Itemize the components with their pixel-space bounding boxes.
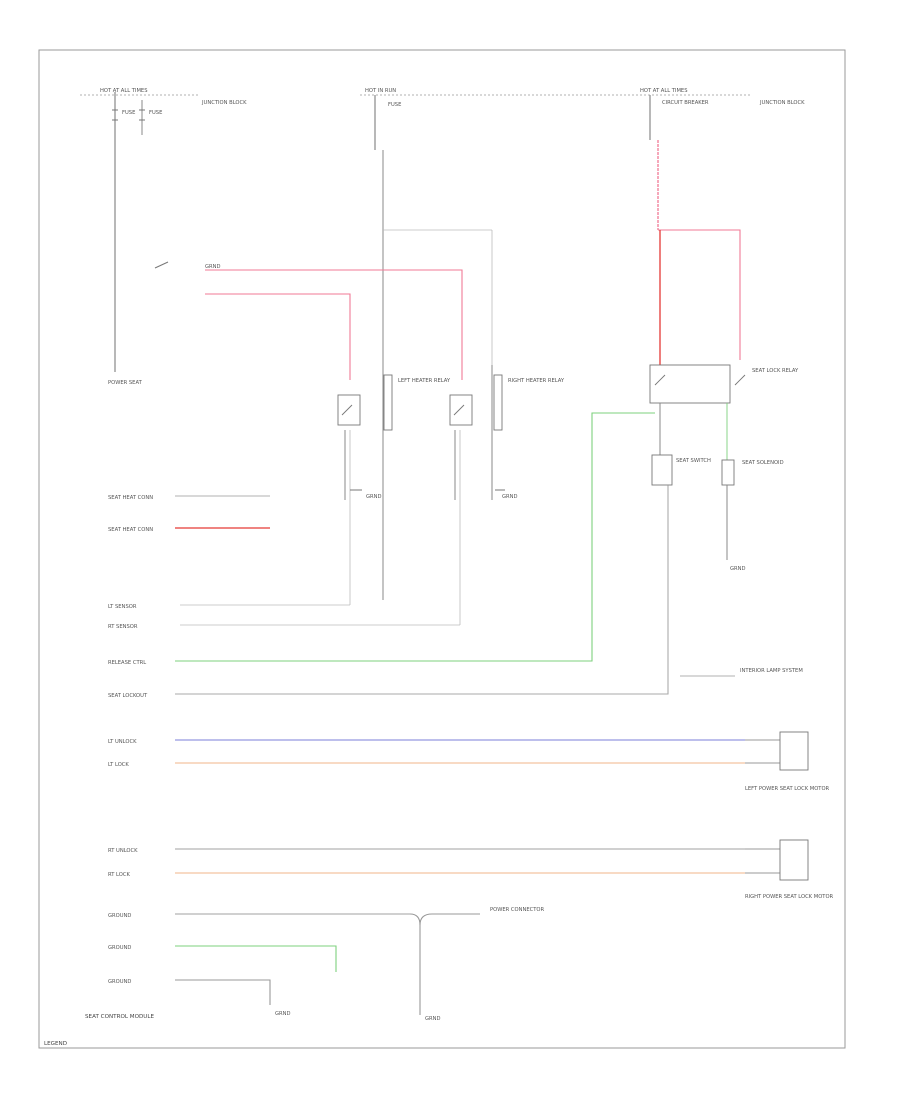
- release-ctrl-circuit: RELEASE CTRL: [108, 412, 655, 666]
- svg-text:RT SENSOR: RT SENSOR: [108, 624, 138, 630]
- svg-text:FUSE: FUSE: [388, 102, 401, 108]
- right-lock-motor-circuit: RT UNLOCK RT LOCK RIGHT POWER SEAT LOCK …: [108, 839, 834, 900]
- svg-text:HOT IN RUN: HOT IN RUN: [365, 88, 396, 94]
- ground-circuits: GROUND POWER CONNECTOR GROUND GROUND SEA…: [85, 489, 746, 1022]
- svg-text:FUSE: FUSE: [122, 110, 135, 116]
- right-heater-relay: RIGHT HEATER RELAY: [449, 374, 565, 431]
- svg-text:GROUND: GROUND: [108, 979, 131, 985]
- corner-code: LEGEND: [44, 1041, 67, 1047]
- svg-text:RIGHT POWER SEAT LOCK MOTOR: RIGHT POWER SEAT LOCK MOTOR: [745, 894, 834, 900]
- svg-text:INTERIOR LAMP SYSTEM: INTERIOR LAMP SYSTEM: [740, 668, 803, 674]
- svg-text:LT LOCK: LT LOCK: [108, 762, 129, 768]
- svg-text:HOT AT ALL TIMES: HOT AT ALL TIMES: [100, 88, 148, 94]
- svg-text:JUNCTION BLOCK: JUNCTION BLOCK: [201, 100, 247, 106]
- svg-text:RT UNLOCK: RT UNLOCK: [108, 848, 138, 854]
- svg-text:POWER CONNECTOR: POWER CONNECTOR: [490, 907, 544, 913]
- left-heater-relay: LEFT HEATER RELAY: [337, 374, 451, 431]
- svg-text:GRND: GRND: [730, 566, 746, 572]
- svg-text:FUSE: FUSE: [149, 110, 162, 116]
- svg-text:SEAT LOCKOUT: SEAT LOCKOUT: [108, 693, 148, 699]
- svg-text:CIRCUIT BREAKER: CIRCUIT BREAKER: [662, 100, 709, 106]
- svg-text:GRND: GRND: [425, 1016, 441, 1022]
- svg-text:SEAT HEAT CONN: SEAT HEAT CONN: [108, 527, 153, 533]
- svg-text:GRND: GRND: [366, 494, 382, 500]
- hot-in-run-feed: HOT IN RUN FUSE HOT AT ALL TIMES CIRCUIT…: [360, 88, 805, 600]
- pink-wire-lower: [205, 293, 351, 380]
- left-lock-motor-circuit: LT UNLOCK LT LOCK LEFT POWER SEAT LOCK M…: [108, 731, 830, 792]
- svg-text:SEAT SOLENOID: SEAT SOLENOID: [742, 460, 784, 466]
- svg-text:RT LOCK: RT LOCK: [108, 872, 130, 878]
- svg-text:GROUND: GROUND: [108, 945, 131, 951]
- pink-wire-upper: [205, 269, 463, 380]
- svg-text:SEAT CONTROL MODULE: SEAT CONTROL MODULE: [85, 1014, 155, 1020]
- svg-text:POWER SEAT: POWER SEAT: [108, 380, 143, 386]
- sensor-pins: LT SENSOR RT SENSOR: [108, 604, 138, 630]
- svg-text:LT SENSOR: LT SENSOR: [108, 604, 137, 610]
- pink-heater-wires: GRND: [154, 261, 463, 380]
- svg-text:LT UNLOCK: LT UNLOCK: [108, 739, 137, 745]
- svg-text:LEFT HEATER RELAY: LEFT HEATER RELAY: [398, 378, 451, 384]
- diagram-border: [38, 49, 846, 1049]
- svg-text:RELEASE CTRL: RELEASE CTRL: [108, 660, 146, 666]
- svg-text:SEAT SWITCH: SEAT SWITCH: [676, 458, 711, 464]
- svg-text:GROUND: GROUND: [108, 913, 131, 919]
- svg-text:HOT AT ALL TIMES: HOT AT ALL TIMES: [640, 88, 688, 94]
- gray-circuits: [180, 229, 493, 626]
- svg-text:LEFT POWER SEAT LOCK MOTOR: LEFT POWER SEAT LOCK MOTOR: [745, 786, 830, 792]
- svg-text:JUNCTION BLOCK: JUNCTION BLOCK: [759, 100, 805, 106]
- svg-text:RIGHT HEATER RELAY: RIGHT HEATER RELAY: [508, 378, 565, 384]
- seat-heat-pins: SEAT HEAT CONN SEAT HEAT CONN: [108, 495, 270, 533]
- seat-lock-relay-system: SEAT LOCK RELAY SEAT SWITCH SEAT SOLENOI…: [649, 95, 799, 690]
- svg-text:SEAT HEAT CONN: SEAT HEAT CONN: [108, 495, 153, 501]
- svg-text:GRND: GRND: [205, 264, 221, 270]
- left-power-feed: HOT AT ALL TIMES FUSE FUSE JUNCTION BLOC…: [80, 88, 247, 386]
- svg-text:GRND: GRND: [275, 1011, 291, 1017]
- svg-text:GRND: GRND: [502, 494, 518, 500]
- seat-lockout-circuit: SEAT LOCKOUT INTERIOR LAMP SYSTEM: [108, 668, 803, 699]
- svg-text:SEAT LOCK RELAY: SEAT LOCK RELAY: [752, 368, 799, 374]
